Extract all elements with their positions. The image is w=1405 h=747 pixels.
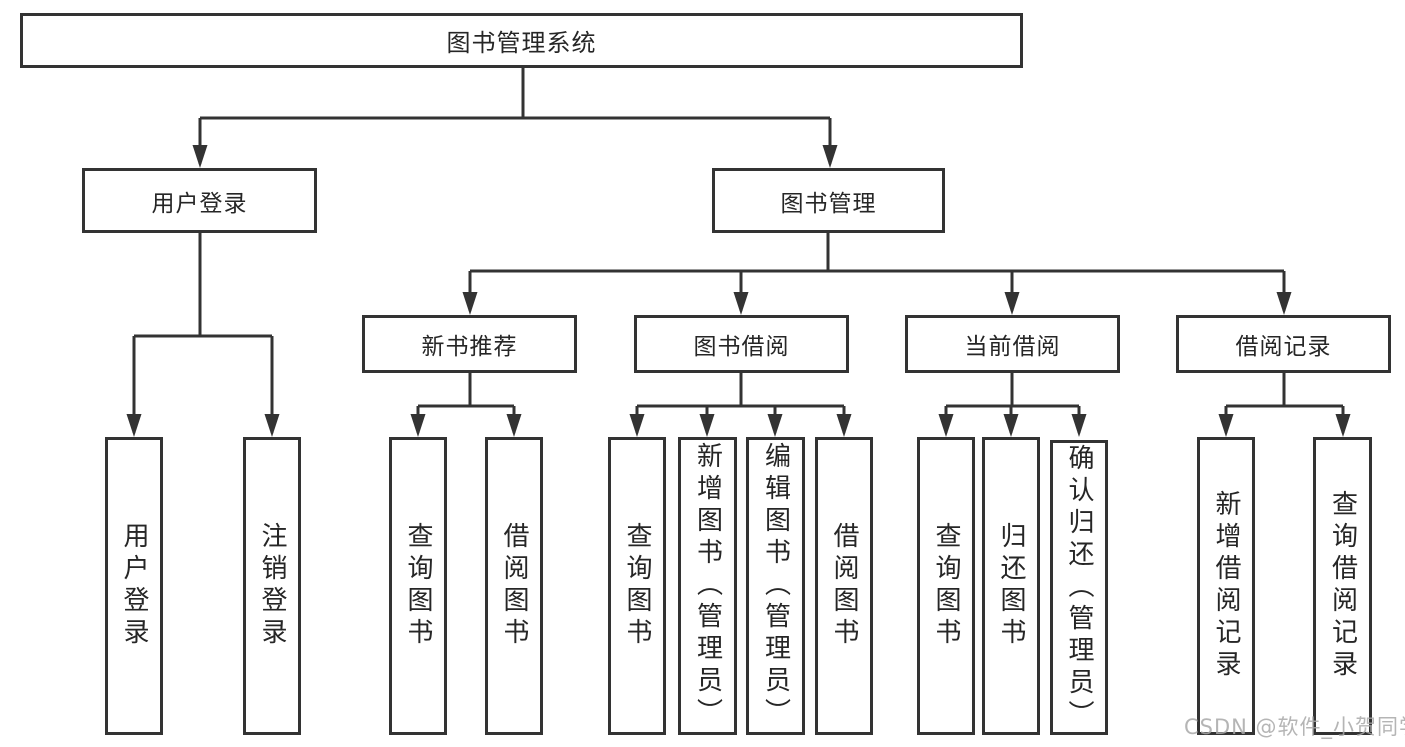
leaf-add-borrow-record: 新增借阅记录 xyxy=(1197,437,1255,735)
leaf-query-books-cb: 查询图书 xyxy=(917,437,975,735)
node-borrowing-records: 借阅记录 xyxy=(1176,315,1391,373)
leaf-edit-books-admin: 编辑图书（管理员） xyxy=(746,437,805,735)
node-label: 新书推荐 xyxy=(421,334,518,360)
node-label: 借阅图书 xyxy=(499,522,529,650)
leaf-borrow-books-nb: 借阅图书 xyxy=(485,437,543,735)
node-label: 查询图书 xyxy=(403,522,433,650)
node-user-login: 用户登录 xyxy=(82,168,317,233)
leaf-query-borrow-record: 查询借阅记录 xyxy=(1313,437,1372,735)
leaf-query-books-nb: 查询图书 xyxy=(389,437,447,735)
node-library-management-system: 图书管理系统 xyxy=(20,13,1023,68)
leaf-confirm-return-admin: 确认归还（管理员） xyxy=(1050,440,1108,735)
node-label: 用户登录 xyxy=(119,522,149,650)
node-label: 新增借阅记录 xyxy=(1211,490,1241,682)
node-label: 图书借阅 xyxy=(693,334,790,360)
node-label: 查询借阅记录 xyxy=(1327,490,1358,682)
node-book-management: 图书管理 xyxy=(712,168,945,233)
leaf-return-books: 归还图书 xyxy=(982,437,1040,735)
node-label: 图书管理系统 xyxy=(446,29,597,57)
node-new-book-recommend: 新书推荐 xyxy=(362,315,577,373)
node-book-borrowing: 图书借阅 xyxy=(634,315,849,373)
node-label: 借阅图书 xyxy=(829,522,859,650)
node-label: 图书管理 xyxy=(780,190,877,217)
node-label: 新增图书（管理员） xyxy=(692,442,723,730)
node-label: 注销登录 xyxy=(257,522,287,650)
leaf-logout: 注销登录 xyxy=(243,437,301,735)
node-label: 确认归还（管理员） xyxy=(1064,443,1094,732)
node-label: 当前借阅 xyxy=(964,334,1061,360)
csdn-watermark: CSDN @软件_小贺同学 xyxy=(1184,715,1405,739)
leaf-query-books-bb: 查询图书 xyxy=(608,437,666,735)
node-label: 查询图书 xyxy=(622,522,652,650)
node-label: 编辑图书（管理员） xyxy=(760,442,791,730)
node-current-borrowing: 当前借阅 xyxy=(905,315,1120,373)
leaf-borrow-books-bb: 借阅图书 xyxy=(815,437,873,735)
node-label: 查询图书 xyxy=(931,522,961,650)
node-label: 用户登录 xyxy=(151,190,248,217)
leaf-add-books-admin: 新增图书（管理员） xyxy=(678,437,737,735)
leaf-user-login: 用户登录 xyxy=(105,437,163,735)
node-label: 借阅记录 xyxy=(1235,334,1332,360)
node-label: 归还图书 xyxy=(996,522,1026,650)
